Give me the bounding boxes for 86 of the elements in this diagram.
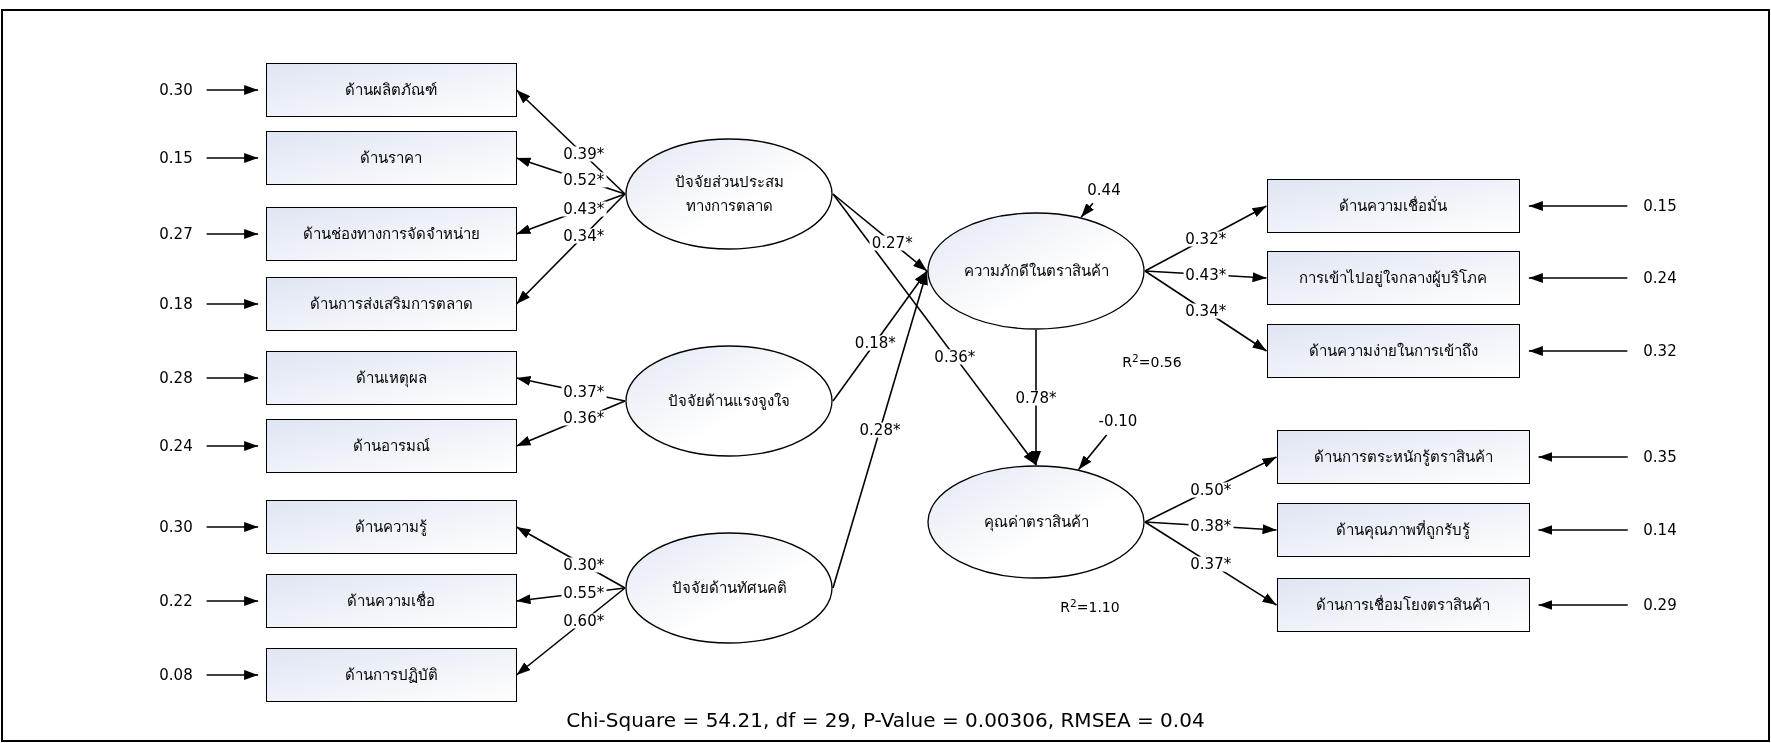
path-arrow [1528, 346, 1629, 356]
error-value: 0.18 [154, 294, 198, 314]
path-arrow [1077, 434, 1108, 471]
path-arrow [1537, 525, 1629, 535]
path-arrow [832, 193, 1037, 466]
error-value: 0.30 [154, 80, 198, 100]
r-squared-label: R$^{2}$=0.56 [1122, 351, 1182, 372]
edge-label: 0.36* [561, 410, 607, 426]
error-value: 0.14 [1638, 520, 1682, 540]
error-value: 0.27 [154, 224, 198, 244]
path-arrow [1528, 273, 1629, 283]
path-arrow [205, 229, 259, 239]
edge-label: 0.34* [1183, 303, 1229, 319]
path-arrow [205, 441, 259, 451]
path-arrow [205, 522, 259, 532]
observed-variable-box: ด้านผลิตภัณฑ์ [265, 63, 517, 117]
edge-label: 0.39* [561, 146, 607, 162]
edge-label: 0.34* [561, 228, 607, 244]
observed-variable-box: ด้านเหตุผล [265, 351, 517, 405]
observed-variable-box: ด้านการส่งเสริมการตลาด [265, 277, 517, 331]
error-value: 0.24 [154, 436, 198, 456]
fit-statistics-caption: Chi-Square = 54.21, df = 29, P-Value = 0.00306, RMSEA = 0.04 [566, 710, 1205, 730]
error-value: 0.30 [154, 517, 198, 537]
edge-label: 0.37* [561, 384, 607, 400]
path-arrow [1031, 329, 1041, 466]
observed-variable-box: ด้านการเชื่อมโยงตราสินค้า [1276, 578, 1530, 632]
observed-variable-box: ด้านช่องทางการจัดจำหน่าย [265, 207, 517, 261]
observed-variable-box: ด้านคุณภาพที่ถูกรับรู้ [1276, 503, 1530, 557]
path-arrow [205, 85, 259, 95]
observed-variable-box: ด้านราคา [265, 131, 517, 185]
error-value: 0.32 [1638, 341, 1682, 361]
observed-variable-box: ด้านการปฏิบัติ [265, 648, 517, 702]
r-squared-label: R$^{2}$=1.10 [1060, 596, 1120, 617]
edge-label: 0.30* [561, 557, 607, 573]
latent-variable-ellipse [625, 532, 833, 644]
latent-variable-label: คุณค่าตราสินค้า [982, 512, 1090, 534]
edge-label: 0.78* [1013, 390, 1059, 405]
observed-variable-box: ด้านอารมณ์ [265, 419, 517, 473]
error-value: 0.15 [1638, 196, 1682, 216]
edge-label: 0.60* [561, 613, 607, 629]
error-value: 0.22 [154, 591, 198, 611]
path-arrow [1080, 202, 1094, 219]
observed-variable-box: ด้านความเชื่อมั่น [1266, 179, 1520, 233]
error-value: 0.08 [154, 665, 198, 685]
path-arrow [832, 270, 928, 402]
error-value: 0.28 [154, 368, 198, 388]
latent-variable-ellipse [625, 138, 833, 250]
latent-variable-ellipse [625, 345, 833, 457]
error-value: 0.15 [154, 148, 198, 168]
path-arrow [515, 193, 626, 305]
edge-label: 0.27* [869, 235, 915, 250]
path-arrow [205, 373, 259, 383]
edge-label: 0.43* [561, 201, 607, 217]
edge-label: 0.32* [1183, 231, 1229, 246]
edge-label: 0.55* [561, 585, 607, 601]
error-value: 0.44 [1082, 180, 1126, 200]
observed-variable-box: ด้านความง่ายในการเข้าถึง [1266, 324, 1520, 378]
path-arrow [205, 299, 259, 309]
latent-variable-label: ความภักดีในตราสินค้า [962, 261, 1110, 282]
edge-label: 0.28* [857, 422, 903, 437]
edge-label: 0.50* [1188, 482, 1234, 497]
error-value: 0.24 [1638, 268, 1682, 288]
path-arrow [1528, 201, 1629, 211]
latent-variable-ellipse [927, 212, 1145, 330]
edge-label: 0.43* [1183, 267, 1229, 282]
path-arrow [1537, 452, 1629, 462]
edge-label: 0.38* [1188, 518, 1234, 534]
observed-variable-box: ด้านการตระหนักรู้ตราสินค้า [1276, 430, 1530, 484]
latent-variable-ellipse [927, 465, 1145, 579]
path-arrow [205, 596, 259, 606]
path-arrow [205, 153, 259, 163]
error-value: 0.29 [1638, 595, 1682, 615]
path-arrow [1537, 600, 1629, 610]
path-arrow [205, 670, 259, 680]
edge-label: 0.18* [852, 335, 898, 350]
observed-variable-box: ด้านความเชื่อ [265, 574, 517, 628]
latent-variable-label: ปัจจัยด้านแรงจูงใจ [667, 391, 791, 412]
edge-label: 0.37* [1188, 556, 1234, 571]
edge-label: 0.36* [932, 349, 978, 365]
latent-variable-label: ปัจจัยด้านทัศนคติ [670, 578, 788, 599]
error-value: -0.10 [1092, 411, 1144, 431]
observed-variable-box: ด้านความรู้ [265, 500, 517, 554]
edge-label: 0.52* [561, 172, 607, 188]
latent-variable-label: ปัจจัยส่วนประสมทางการตลาด [673, 172, 785, 217]
observed-variable-box: การเข้าไปอยู่ใจกลางผู้บริโภค [1266, 251, 1520, 305]
error-value: 0.35 [1638, 447, 1682, 467]
